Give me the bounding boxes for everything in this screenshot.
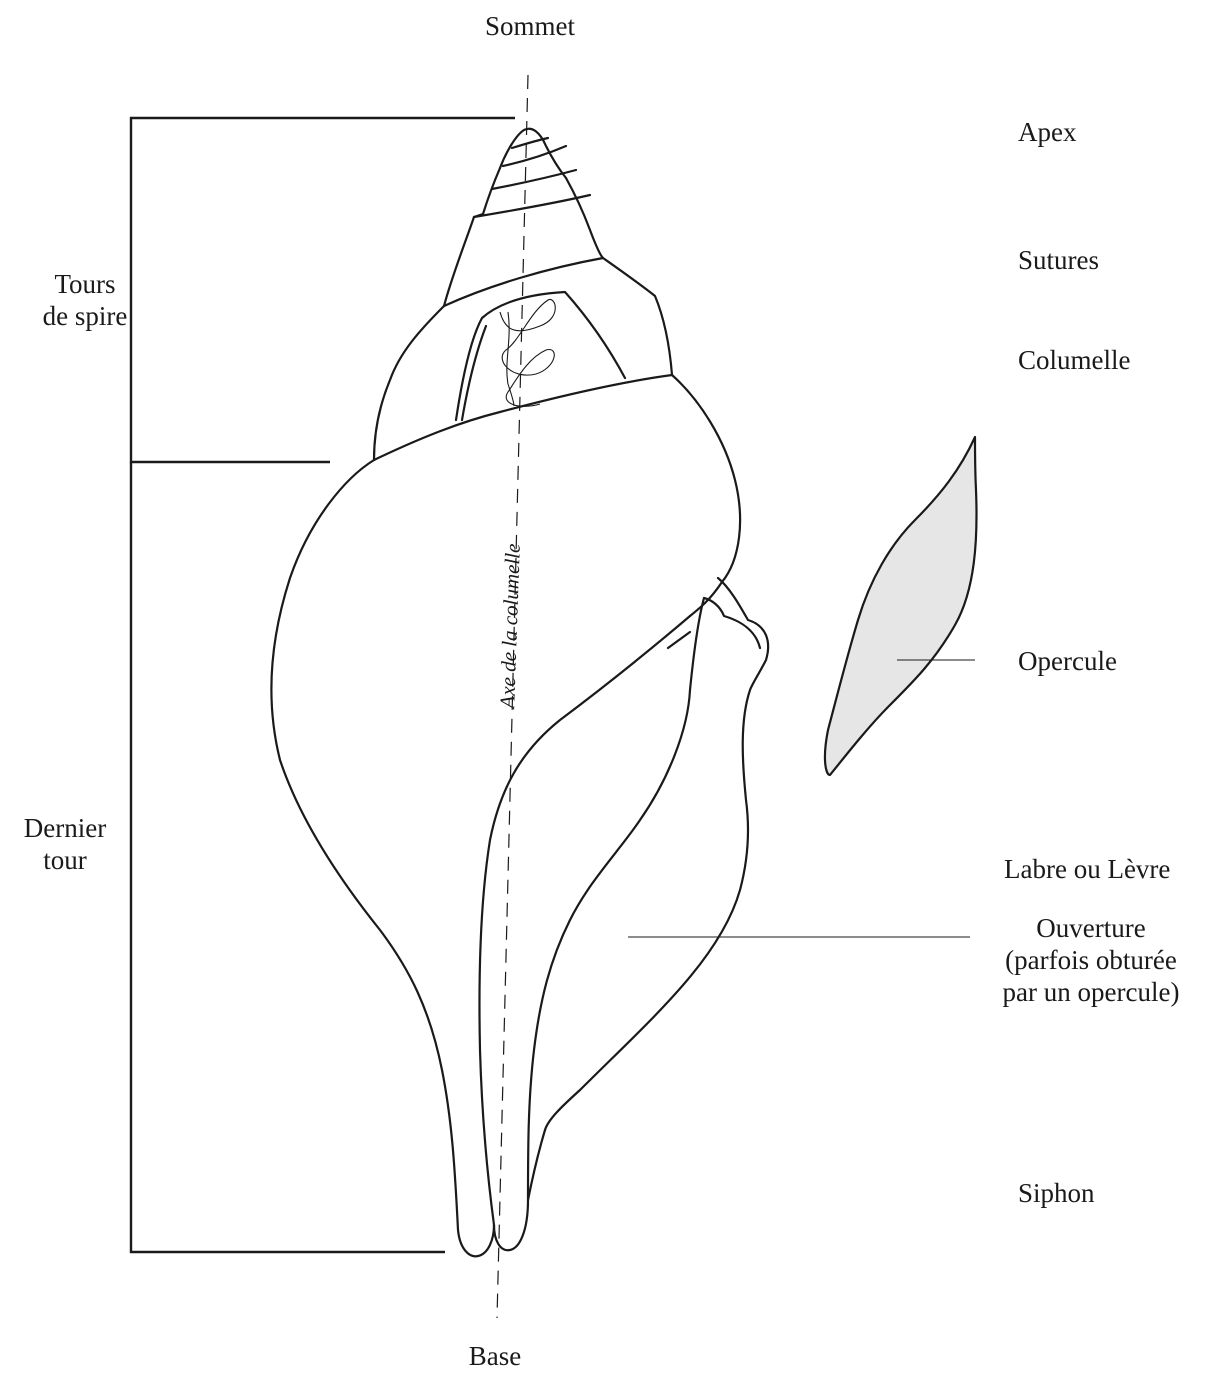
body-whorl-shoulder xyxy=(672,375,740,616)
spire-label: Tours de spire xyxy=(20,268,150,332)
aperture-channel xyxy=(494,598,704,1250)
sutures-label: Sutures xyxy=(1018,244,1099,276)
apex-label: Apex xyxy=(1018,116,1076,148)
base-label: Base xyxy=(440,1340,550,1372)
operculum xyxy=(825,437,977,775)
penultimate-whorl-suture xyxy=(374,375,672,460)
lip-label: Labre ou Lèvre xyxy=(1004,853,1170,885)
aperture-label-line-2: (parfois obturée xyxy=(966,944,1216,976)
last-whorl-label-line-2: tour xyxy=(0,844,130,876)
spire-label-line-1: Tours xyxy=(20,268,150,300)
siphon-inner-edge xyxy=(528,1130,545,1200)
siphon-label: Siphon xyxy=(1018,1177,1095,1209)
spire-label-line-2: de spire xyxy=(20,300,150,332)
apex-whorl xyxy=(500,129,566,178)
columella-label: Columelle xyxy=(1018,344,1130,376)
last-whorl-label-line-1: Dernier xyxy=(0,812,130,844)
spire-whorl-3 xyxy=(566,178,603,258)
operculum-label: Opercule xyxy=(1018,645,1117,677)
aperture-label-line-3: par un opercule) xyxy=(966,976,1216,1008)
aperture-label-line-1: Ouverture xyxy=(966,912,1216,944)
spire-whorl-4 xyxy=(444,217,474,306)
spire-whorl-2 xyxy=(474,168,500,217)
summit-label: Sommet xyxy=(470,10,590,42)
lip-tick xyxy=(668,632,690,648)
outer-lip-inner-edge xyxy=(704,598,760,648)
outer-lip xyxy=(545,578,768,1130)
body-whorl-outline xyxy=(271,460,494,1256)
last-whorl-bracket xyxy=(131,462,445,1252)
last-whorl-label: Dernier tour xyxy=(0,812,130,876)
penultimate-whorl-outer xyxy=(374,306,444,460)
suture-4 xyxy=(474,195,590,217)
suture-3 xyxy=(492,170,576,189)
suture-1 xyxy=(512,138,548,148)
aperture-label: Ouverture (parfois obturée par un opercu… xyxy=(966,912,1216,1008)
